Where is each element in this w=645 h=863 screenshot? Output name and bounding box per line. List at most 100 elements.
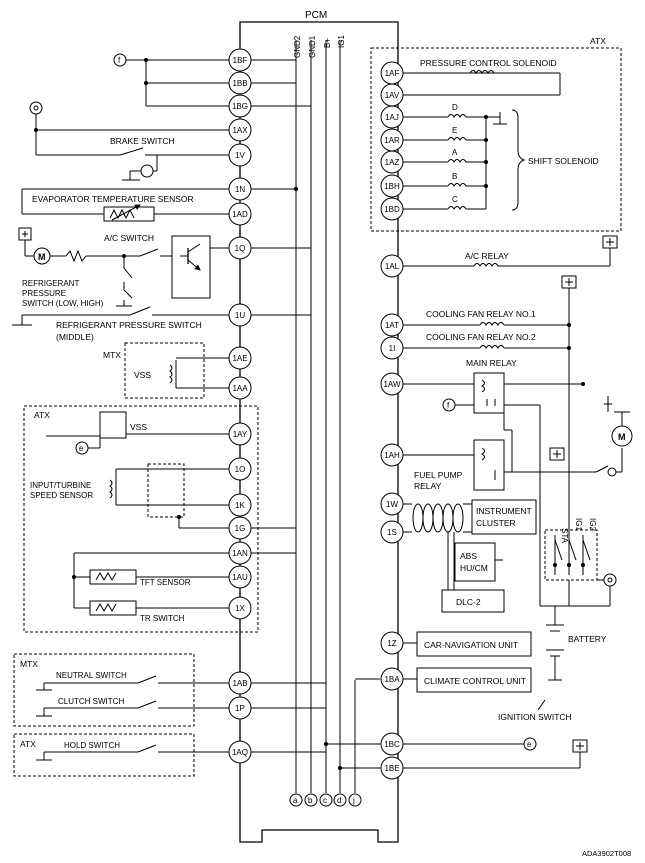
pin-1Q: 1Q — [235, 244, 246, 253]
connector-f-right: f — [447, 401, 450, 410]
pin-1BA: 1BA — [384, 675, 400, 684]
refrigerant-middle-switch — [12, 306, 311, 326]
pin-1AN: 1AN — [232, 549, 248, 558]
clutch-switch-label: CLUTCH SWITCH — [58, 697, 124, 706]
evaporator-sensor-label: EVAPORATOR TEMPERATURE SENSOR — [32, 194, 194, 204]
pin-1G: 1G — [235, 524, 246, 533]
mtx-vss — [124, 342, 229, 399]
atx-left-label: ATX — [34, 410, 50, 420]
ignition-switch-label: IGNITION SWITCH — [498, 712, 572, 722]
pin-1AH: 1AH — [384, 451, 400, 460]
pin-1AJ: 1AJ — [385, 113, 399, 122]
refrigerant-middle-label-1: REFRIGERANT PRESSURE SWITCH — [56, 320, 202, 330]
atx-vss-label: VSS — [130, 422, 147, 432]
climate-unit-label: CLIMATE CONTROL UNIT — [424, 676, 526, 686]
pin-1BF: 1BF — [233, 56, 248, 65]
pin-1AB: 1AB — [232, 679, 247, 688]
connector-b: b — [308, 796, 313, 805]
connector-a: a — [293, 796, 298, 805]
ignition-ig2-label: IG2 — [588, 518, 597, 531]
bus-label-gnd2: GND2 — [293, 35, 302, 58]
refrigerant-middle-label-2: (MIDDLE) — [56, 332, 94, 342]
instrument-cluster-label-2: CLUSTER — [476, 518, 516, 528]
pin-1S: 1S — [387, 528, 397, 537]
bus-label-gnd1: GND1 — [308, 35, 317, 58]
pin-1BH: 1BH — [384, 182, 400, 191]
pin-1P: 1P — [235, 704, 245, 713]
pin-1V: 1V — [235, 151, 245, 160]
bottom-connectors — [289, 793, 362, 807]
fuel-pump-relay-label-1: FUEL PUMP — [414, 470, 463, 480]
pin-1AT: 1AT — [385, 321, 399, 330]
ac-switch-label: A/C SWITCH — [104, 233, 154, 243]
pcm-body — [239, 21, 399, 843]
brake-switch — [29, 101, 229, 181]
pin-1AY: 1AY — [233, 430, 248, 439]
turbine-label-2: SPEED SENSOR — [30, 491, 93, 500]
atx-hold-label: ATX — [20, 739, 36, 749]
brake-switch-label: BRAKE SWITCH — [110, 136, 175, 146]
fan-relay-1-label: COOLING FAN RELAY NO.1 — [426, 309, 536, 319]
sol-c-label: C — [452, 195, 458, 204]
connector-j: j — [352, 796, 355, 805]
pin-1X: 1X — [235, 604, 245, 613]
dlc-label: DLC-2 — [456, 597, 481, 607]
sol-b-label: B — [452, 172, 457, 181]
nav-and-climate — [355, 631, 532, 693]
pin-1AW: 1AW — [383, 380, 400, 389]
pin-1K: 1K — [235, 501, 245, 510]
pin-1AU: 1AU — [232, 573, 248, 582]
pin-1AV: 1AV — [385, 91, 400, 100]
refrigerant-label-1: REFRIGERANT — [22, 279, 79, 288]
hold-switch-label: HOLD SWITCH — [64, 741, 120, 750]
atx-hold-group — [13, 733, 326, 777]
pin-1AD: 1AD — [232, 210, 248, 219]
pin-1AX: 1AX — [232, 126, 248, 135]
internal-buses — [295, 40, 356, 793]
evaporator-sensor — [21, 187, 298, 222]
connector-c: c — [323, 796, 327, 805]
bus-label-ig1: IG1 — [337, 35, 346, 48]
pin-1O: 1O — [235, 465, 246, 474]
refrigerant-label-3: SWITCH (LOW, HIGH) — [22, 299, 104, 308]
can-network — [403, 499, 537, 613]
instrument-cluster-label-1: INSTRUMENT — [476, 506, 532, 516]
connector-e-left: e — [79, 444, 84, 453]
mtx-label-bottom: MTX — [20, 659, 38, 669]
pin-1AZ: 1AZ — [385, 158, 400, 167]
fuel-pump-relay-label-2: RELAY — [414, 481, 442, 491]
fan-relay-2-label: COOLING FAN RELAY NO.2 — [426, 332, 536, 342]
motor-symbol-right: M — [618, 432, 626, 442]
atx-right-label: ATX — [590, 36, 606, 46]
battery-label: BATTERY — [568, 634, 607, 644]
bus-label-bplus: B+ — [323, 38, 332, 48]
fuel-pump-relay — [403, 396, 633, 491]
tr-switch-label: TR SWITCH — [140, 614, 185, 623]
pin-1AQ: 1AQ — [232, 748, 248, 757]
pin-1BG: 1BG — [232, 102, 248, 111]
nav-unit-label: CAR-NAVIGATION UNIT — [424, 640, 518, 650]
pcs-label: PRESSURE CONTROL SOLENOID — [420, 58, 557, 68]
mtx-label-top: MTX — [103, 350, 121, 360]
turbine-label-1: INPUT/TURBINE — [30, 481, 91, 490]
left-pins — [228, 48, 252, 764]
ignition-ig1-label: IG1 — [574, 518, 583, 531]
pin-1AL: 1AL — [385, 262, 400, 271]
shift-solenoid-label: SHIFT SOLENOID — [528, 156, 599, 166]
neutral-switch-label: NEUTRAL SWITCH — [56, 671, 127, 680]
pin-1W: 1W — [386, 500, 398, 509]
bottom-right-links — [324, 737, 588, 770]
sol-e-label: E — [452, 126, 457, 135]
ignition-sta-label: STA — [560, 528, 569, 544]
ac-relay — [403, 235, 618, 267]
right-pins — [380, 61, 404, 780]
pin-1BB: 1BB — [232, 79, 247, 88]
tft-sensor-label: TFT SENSOR — [140, 578, 191, 587]
connector-f: f — [118, 56, 121, 65]
sol-d-label: D — [452, 103, 458, 112]
atx-left-group — [23, 405, 296, 633]
sol-a-label: A — [452, 148, 458, 157]
main-relay-label: MAIN RELAY — [466, 358, 517, 368]
mtx-vss-label: VSS — [134, 370, 151, 380]
